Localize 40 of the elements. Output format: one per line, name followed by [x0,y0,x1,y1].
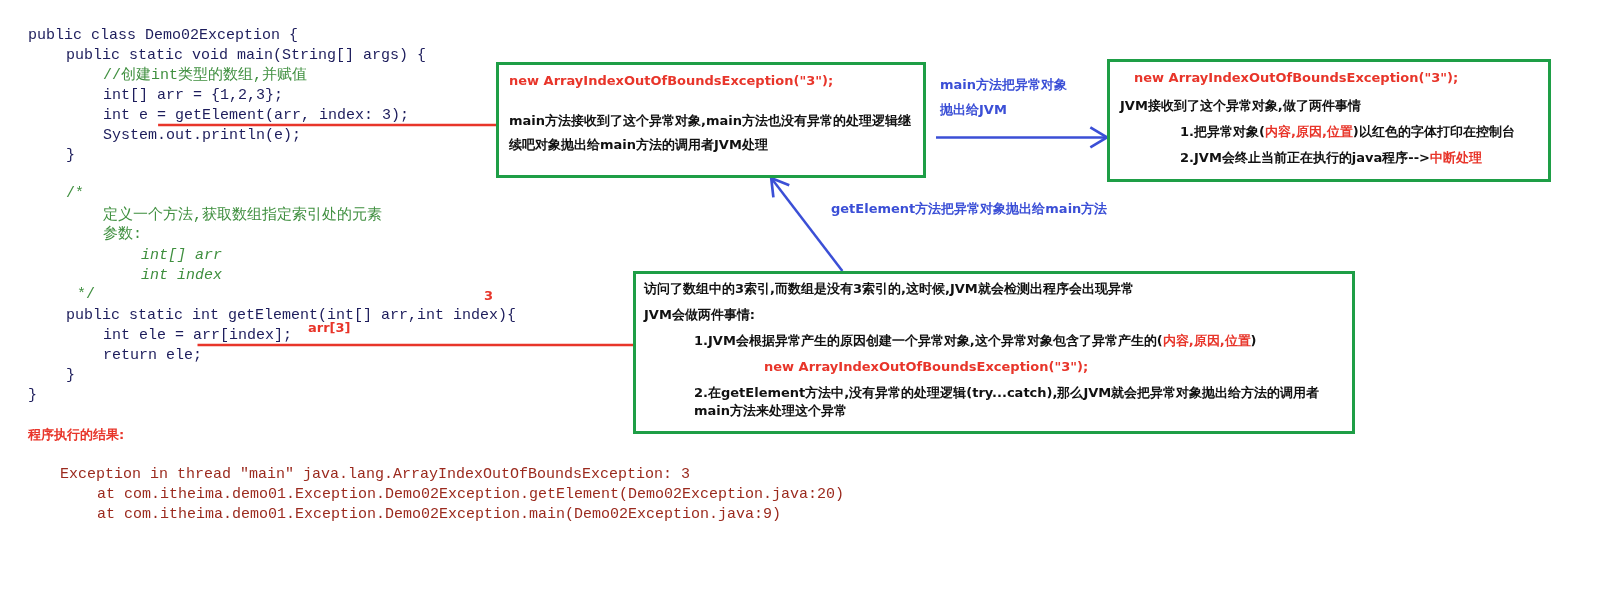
note-text: new ArrayIndexOutOfBoundsException("3"); [764,358,1090,376]
note-text: main方法接收到了这个异常对象,main方法也没有异常的处理逻辑继续吧对象抛出给main方法的调用者JVM处理 [509,112,912,154]
note-text: 1.JVM会根据异常产生的原因创建一个异常对象,这个异常对象包含了异常产生的(内容,原因,位置) [694,332,1258,350]
code-comment: int[] arr [141,247,222,265]
note-text: JVM接收到了这个异常对象,做了两件事情 [1120,98,1362,114]
code-line: } [28,387,37,405]
code-line: public static void main(String[] args) { [66,47,427,65]
console-output: Exception in thread "main" java.lang.ArrayIndexOutOfBoundsException: 3 [60,466,691,484]
note-box [1107,59,1551,182]
note-text: 2.在getElement方法中,没有异常的处理逻辑(try...catch),那么JVM就会把异常对象抛出给方法的调用者main方法来处理这个异常 [694,384,1321,420]
leader-line [197,343,633,347]
note-text: 2.JVM会终止当前正在执行的java程序-->中断处理 [1180,150,1483,166]
code-comment: */ [77,286,95,304]
note-text: 访问了数组中的3索引,而数组是没有3索引的,这时候,JVM就会检测出程序会出现异常 [644,280,1135,298]
note-text: JVM会做两件事情: [644,306,757,324]
note-box [496,62,926,178]
code-line: } [66,367,75,385]
leader-line [158,123,496,127]
code-comment: int index [141,267,222,285]
code-line: int ele = arr[index]; [103,327,293,345]
code-comment: 参数: [103,226,142,244]
code-comment: //创建int类型的数组,并赋值 [103,67,307,85]
console-output: at com.itheima.demo01.Exception.Demo02Exception.main(Demo02Exception.java:9) [97,506,782,524]
note-text: 1.把异常对象(内容,原因,位置)以红色的字体打印在控制台 [1180,124,1516,140]
code-line: return ele; [103,347,203,365]
code-line: System.out.println(e); [103,127,302,145]
code-line: int e = getElement(arr, index: 3); [103,107,410,125]
annotation-text: 3 [484,288,494,303]
console-output: at com.itheima.demo01.Exception.Demo02Exception.getElement(Demo02Exception.java:20) [97,486,845,504]
code-line: } [66,147,75,165]
note-text: new ArrayIndexOutOfBoundsException("3"); [1134,70,1460,86]
code-comment: /* [66,185,84,203]
code-line: int[] arr = {1,2,3}; [103,87,284,105]
section-heading: 程序执行的结果: [28,426,125,444]
code-comment: 定义一个方法,获取数组指定索引处的元素 [103,207,382,225]
code-line: public class Demo02Exception { [28,27,299,45]
arrow [769,176,844,272]
arrow [936,126,1109,149]
note-box [633,271,1355,434]
note-text: new ArrayIndexOutOfBoundsException("3"); [509,73,835,89]
